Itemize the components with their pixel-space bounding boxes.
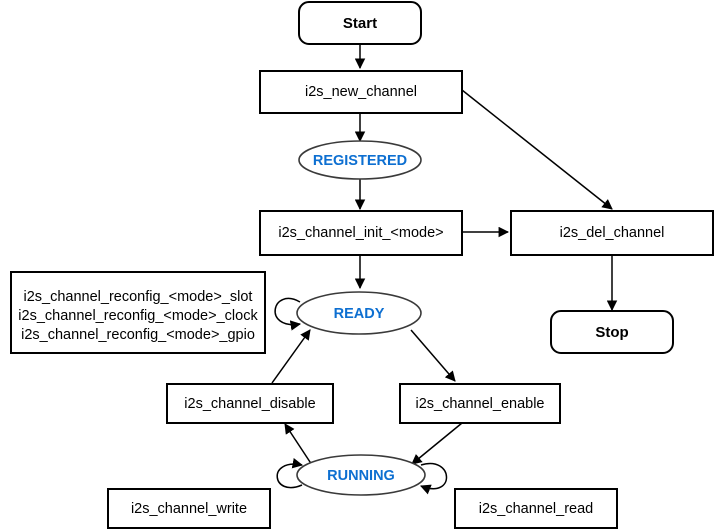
reconfig-line-3: i2s_channel_reconfig_<mode>_gpio — [21, 327, 255, 343]
start-label: Start — [343, 15, 377, 32]
channel-disable-label: i2s_channel_disable — [184, 396, 315, 412]
stop-label: Stop — [595, 324, 628, 341]
del-channel-shape — [510, 210, 714, 256]
new-channel-shape — [259, 70, 463, 114]
node-registered[interactable]: REGISTERED — [298, 140, 422, 180]
edge-enable-to-running — [411, 422, 463, 465]
edge-disable-to-ready — [271, 329, 311, 384]
node-new-channel[interactable]: i2s_new_channel — [259, 70, 463, 114]
edge-new-channel-to-del-channel — [461, 89, 613, 210]
channel-read-label: i2s_channel_read — [479, 501, 593, 517]
reconfig-shape — [10, 271, 266, 354]
start-shape — [298, 1, 422, 45]
node-stop[interactable]: Stop — [550, 310, 674, 354]
del-channel-label: i2s_del_channel — [560, 225, 665, 241]
reconfig-line-2: i2s_channel_reconfig_<mode>_clock — [18, 308, 258, 324]
node-ready[interactable]: READY — [296, 291, 422, 335]
channel-disable-shape — [166, 383, 334, 424]
node-start[interactable]: Start — [298, 1, 422, 45]
edges-layer — [271, 44, 618, 495]
node-channel-write[interactable]: i2s_channel_write — [107, 488, 271, 529]
channel-enable-label: i2s_channel_enable — [416, 396, 545, 412]
node-channel-read[interactable]: i2s_channel_read — [454, 488, 618, 529]
node-channel-init[interactable]: i2s_channel_init_<mode> — [259, 210, 463, 256]
ready-label: READY — [334, 306, 385, 322]
channel-read-shape — [454, 488, 618, 529]
node-channel-disable[interactable]: i2s_channel_disable — [166, 383, 334, 424]
reconfig-line-1: i2s_channel_reconfig_<mode>_slot — [24, 289, 253, 305]
self-loop-running-write — [276, 458, 304, 489]
running-label: RUNNING — [327, 468, 395, 484]
node-channel-enable[interactable]: i2s_channel_enable — [399, 383, 561, 424]
channel-init-shape — [259, 210, 463, 256]
node-reconfig[interactable]: i2s_channel_reconfig_<mode>_slot i2s_cha… — [10, 271, 266, 354]
channel-init-label: i2s_channel_init_<mode> — [278, 225, 443, 241]
running-shape — [296, 454, 426, 496]
new-channel-label: i2s_new_channel — [305, 84, 417, 100]
ready-shape — [296, 291, 422, 335]
channel-enable-shape — [399, 383, 561, 424]
node-running[interactable]: RUNNING — [296, 454, 426, 496]
channel-write-label: i2s_channel_write — [131, 501, 247, 517]
edge-running-to-disable — [284, 423, 313, 466]
node-del-channel[interactable]: i2s_del_channel — [510, 210, 714, 256]
stop-shape — [550, 310, 674, 354]
channel-write-shape — [107, 488, 271, 529]
self-loop-ready — [274, 297, 302, 331]
self-loop-running-read — [420, 462, 448, 495]
registered-shape — [298, 140, 422, 180]
edge-ready-to-enable — [410, 329, 456, 382]
registered-label: REGISTERED — [313, 153, 407, 169]
